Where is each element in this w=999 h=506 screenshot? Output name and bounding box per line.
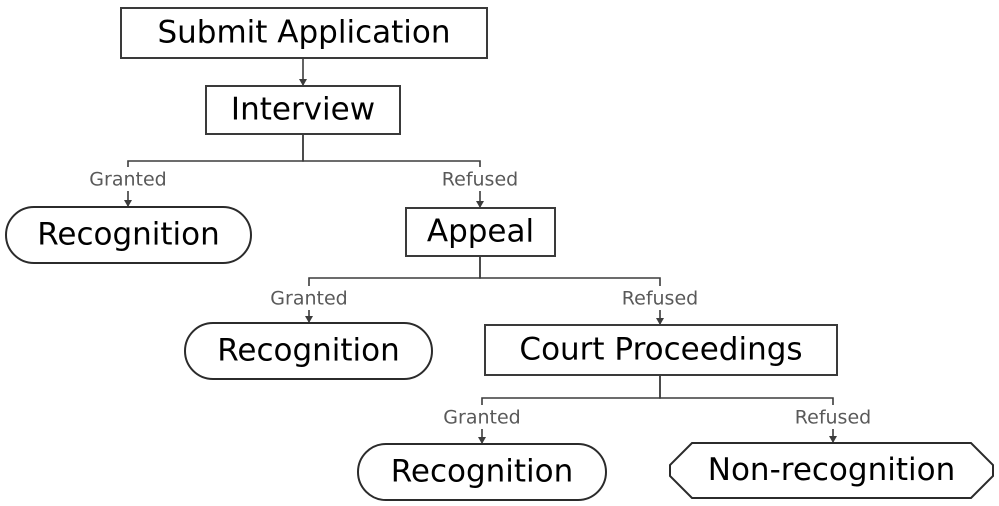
arrowhead-icon	[656, 318, 664, 325]
node-shape-rectangle	[484, 324, 838, 376]
edge-label-background	[797, 405, 869, 429]
node-label: Non-recognition	[708, 452, 955, 488]
node-court-proceedings[interactable]: Court Proceedings	[484, 324, 838, 376]
edge-label: Refused	[795, 407, 871, 429]
edge-connector	[299, 58, 307, 86]
node-label: Appeal	[427, 214, 534, 250]
node-shape-rectangle	[205, 85, 401, 135]
node-shape-stadium	[5, 206, 252, 264]
node-shape-stadium	[357, 443, 607, 501]
node-submit-application[interactable]: Submit Application	[120, 7, 488, 59]
edge-label-background	[92, 167, 164, 191]
edge-label-group: Granted	[89, 167, 167, 191]
node-label: Court Proceedings	[519, 332, 802, 368]
node-label: Recognition	[217, 333, 400, 369]
edge-label-group: Granted	[270, 286, 348, 310]
node-label: Recognition	[37, 217, 220, 253]
edge-label: Granted	[443, 407, 520, 429]
edge-label-group: Refused	[622, 286, 698, 310]
node-non-recognition[interactable]: Non-recognition	[669, 442, 994, 499]
arrowhead-icon	[829, 436, 837, 443]
node-recognition-3[interactable]: Recognition	[357, 443, 607, 501]
node-shape-rectangle	[120, 7, 488, 59]
edge-label-group: Refused	[442, 167, 518, 191]
arrowhead-icon	[124, 200, 132, 207]
node-label: Interview	[231, 92, 375, 128]
node-shape-stadium	[184, 322, 433, 380]
edge-label-group: Refused	[795, 405, 871, 429]
arrowhead-icon	[476, 201, 484, 208]
node-interview[interactable]: Interview	[205, 85, 401, 135]
node-label: Recognition	[391, 454, 574, 490]
node-shape-chamfered	[669, 442, 994, 499]
edge-label: Granted	[89, 169, 166, 191]
arrowhead-icon	[478, 437, 486, 444]
edge-label-background	[624, 286, 696, 310]
edge-label-background	[273, 286, 345, 310]
arrowhead-icon	[299, 79, 307, 86]
edge-label: Refused	[622, 288, 698, 310]
edge-label: Granted	[270, 288, 347, 310]
edge-label: Refused	[442, 169, 518, 191]
node-recognition-1[interactable]: Recognition	[5, 206, 252, 264]
node-recognition-2[interactable]: Recognition	[184, 322, 433, 380]
edge-label-group: Granted	[443, 405, 521, 429]
edge-label-background	[446, 405, 518, 429]
node-shape-rectangle	[405, 207, 556, 257]
node-appeal[interactable]: Appeal	[405, 207, 556, 257]
node-label: Submit Application	[157, 15, 450, 51]
edge-label-background	[444, 167, 516, 191]
arrowhead-icon	[305, 316, 313, 323]
